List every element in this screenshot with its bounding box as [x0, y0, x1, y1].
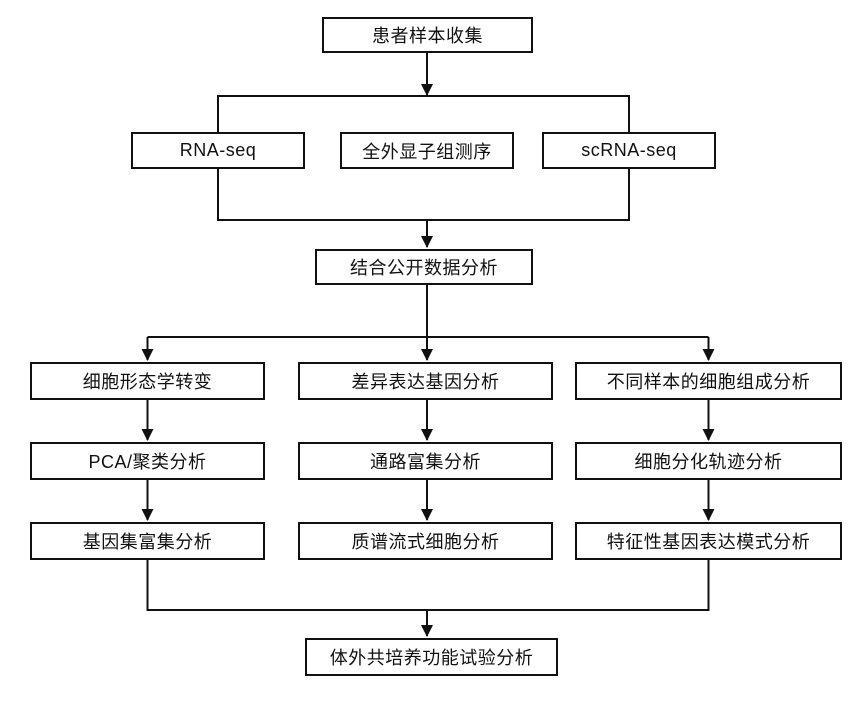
node-gene-set-enrichment-analysis: 基因集富集分析 [30, 522, 265, 560]
node-patient-sample-collection: 患者样本收集 [322, 17, 533, 53]
node-rna-seq: RNA-seq [131, 132, 305, 169]
node-coculture-functional-assay: 体外共培养功能试验分析 [305, 638, 558, 676]
edge-bottom-mergebar [146, 560, 710, 611]
edge-seq-mergebar [217, 169, 630, 221]
node-whole-exome-sequencing: 全外显子组测序 [340, 132, 514, 169]
node-public-data-analysis: 结合公开数据分析 [315, 249, 533, 285]
node-cell-composition-analysis: 不同样本的细胞组成分析 [575, 362, 842, 400]
node-cell-morphology-change: 细胞形态学转变 [30, 362, 265, 400]
node-cell-differentiation-trajectory: 细胞分化轨迹分析 [575, 442, 842, 480]
node-differential-expression-analysis: 差异表达基因分析 [298, 362, 553, 400]
node-signature-gene-expression-pattern: 特征性基因表达模式分析 [575, 522, 842, 560]
node-pca-cluster-analysis: PCA/聚类分析 [30, 442, 265, 480]
node-pathway-enrichment-analysis: 通路富集分析 [298, 442, 553, 480]
node-scrna-seq: scRNA-seq [542, 132, 716, 169]
node-mass-cytometry-analysis: 质谱流式细胞分析 [298, 522, 553, 560]
edge-splitbar-seq [217, 95, 630, 132]
